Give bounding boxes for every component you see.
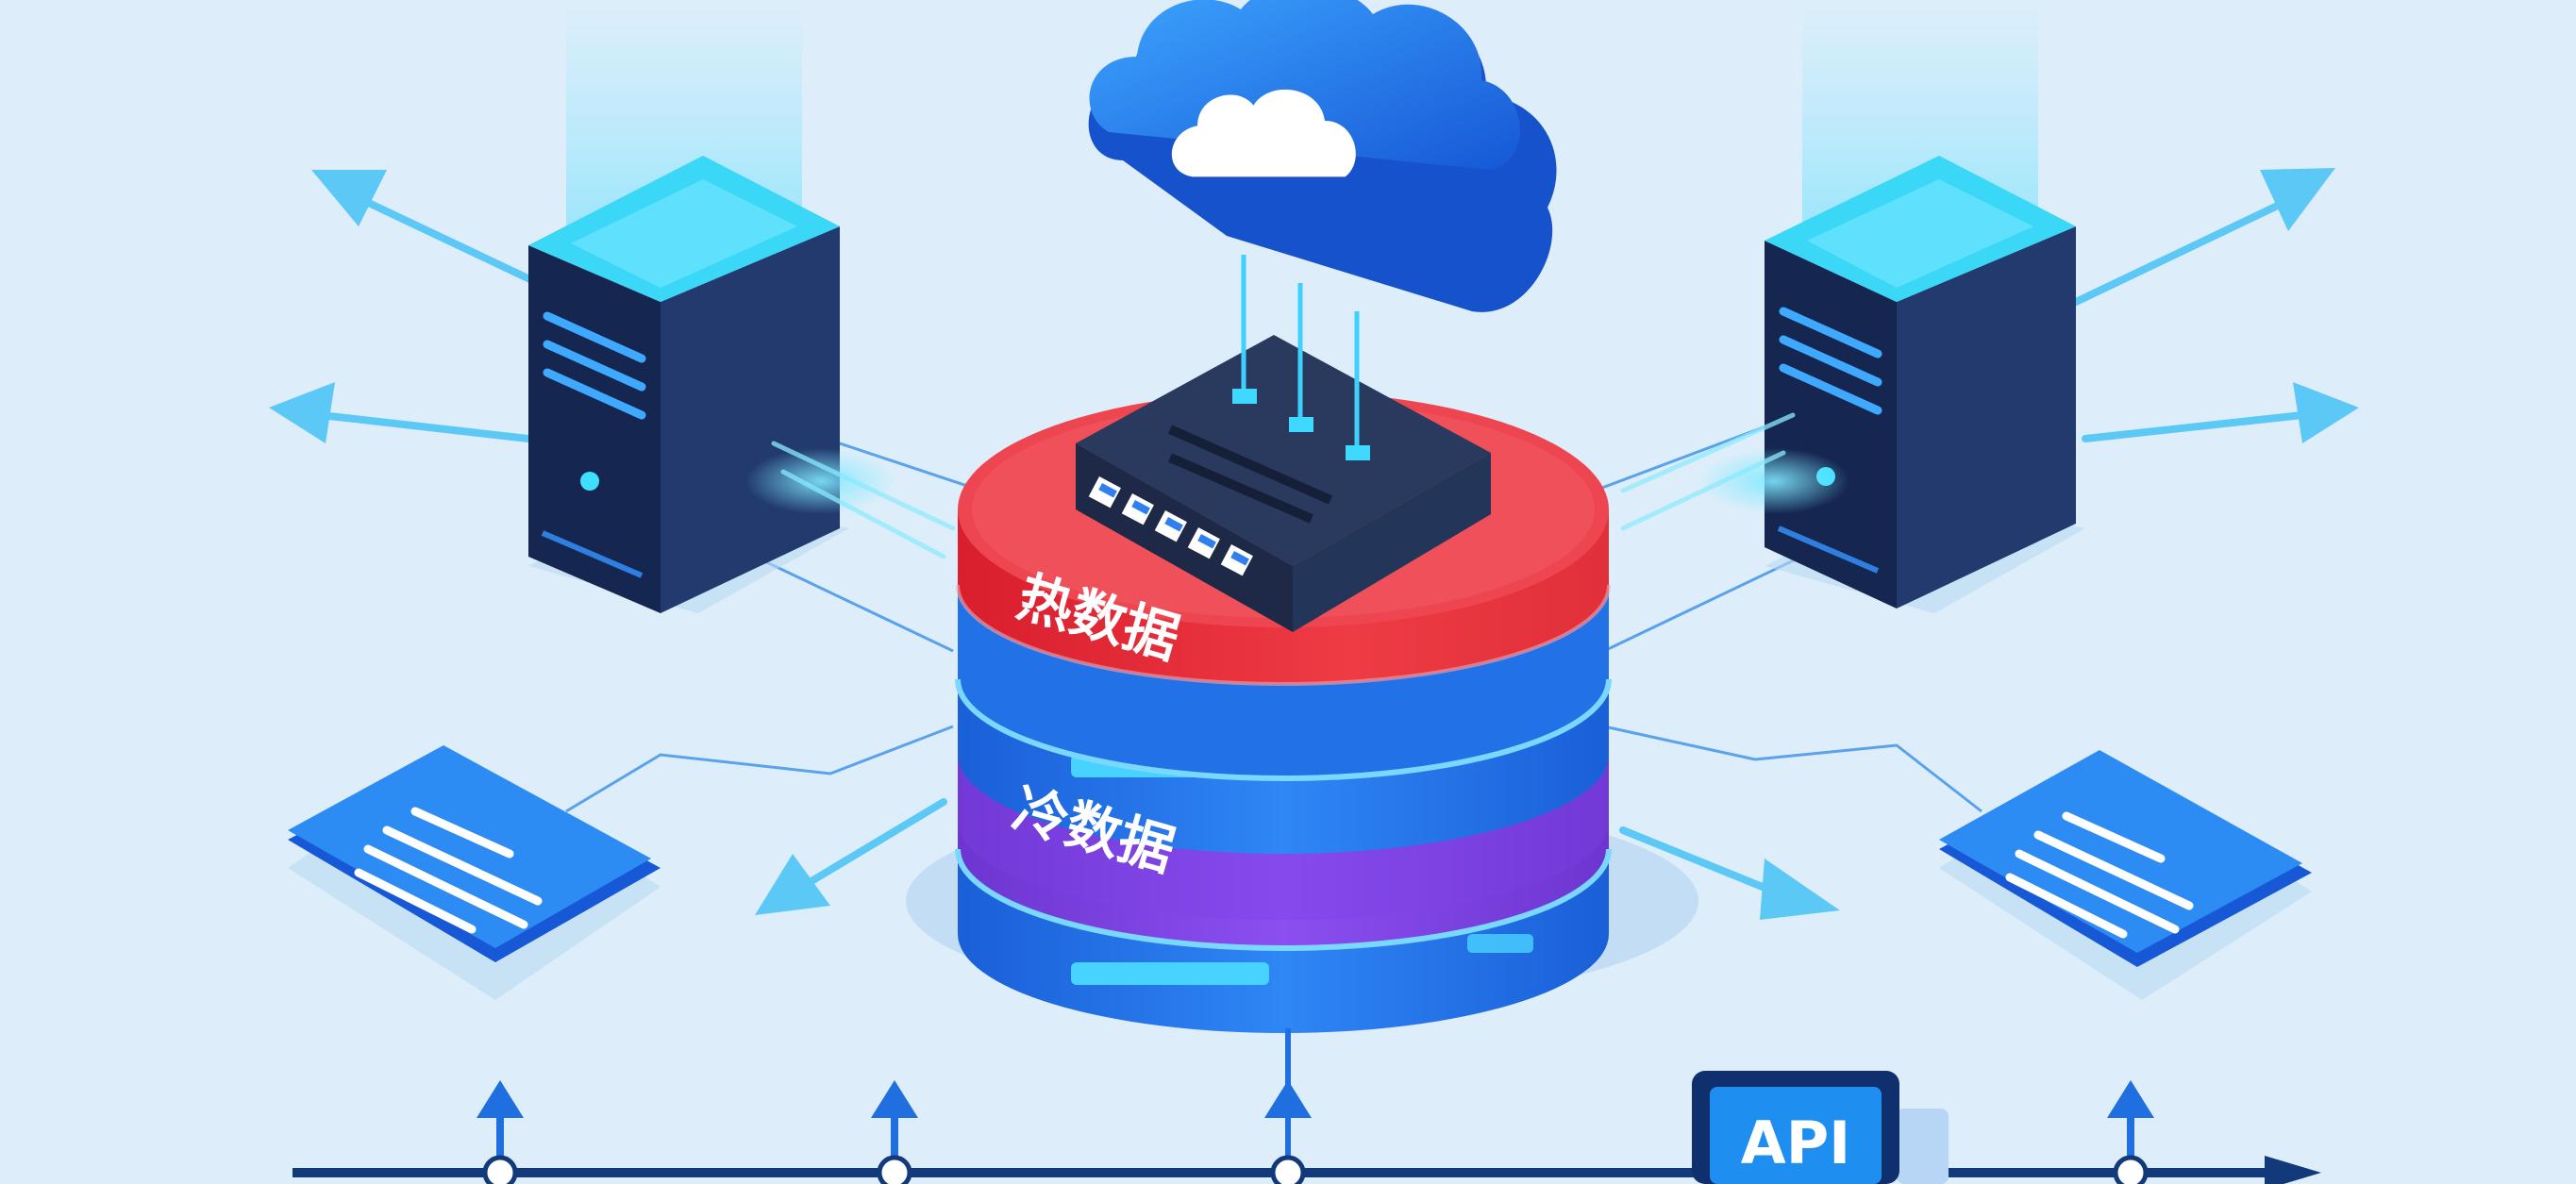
- document-right-icon: [1939, 750, 2312, 1000]
- cloud-cables: [1241, 255, 1360, 445]
- upload-arrow-icon-4: [2107, 1080, 2154, 1184]
- arrow-right-lower: [2082, 382, 2359, 443]
- arrow-left-lower: [269, 382, 532, 443]
- arrow-left-upper: [311, 170, 542, 287]
- api-badge: API: [1692, 1071, 1949, 1184]
- outbound-arrows: [269, 168, 2359, 920]
- server-left-icon: [528, 0, 849, 613]
- glow-right: [1698, 448, 1849, 514]
- arrow-storage-left: [755, 798, 947, 915]
- upload-arrow-icon-3: [1264, 1028, 1312, 1184]
- server-right-icon: [1765, 0, 2085, 613]
- upload-arrow-icon-2: [871, 1080, 918, 1184]
- glow-left: [745, 448, 896, 514]
- upload-arrow-icon-1: [477, 1080, 524, 1184]
- cloud-icon: [1088, 0, 1557, 312]
- arrow-right-upper: [2072, 168, 2335, 306]
- api-label: API: [1741, 1109, 1851, 1177]
- timeline-axis: [293, 1156, 2321, 1184]
- network-switch-icon: [1076, 335, 1491, 632]
- arrow-storage-right: [1619, 826, 1840, 920]
- document-left-icon: [288, 745, 661, 1000]
